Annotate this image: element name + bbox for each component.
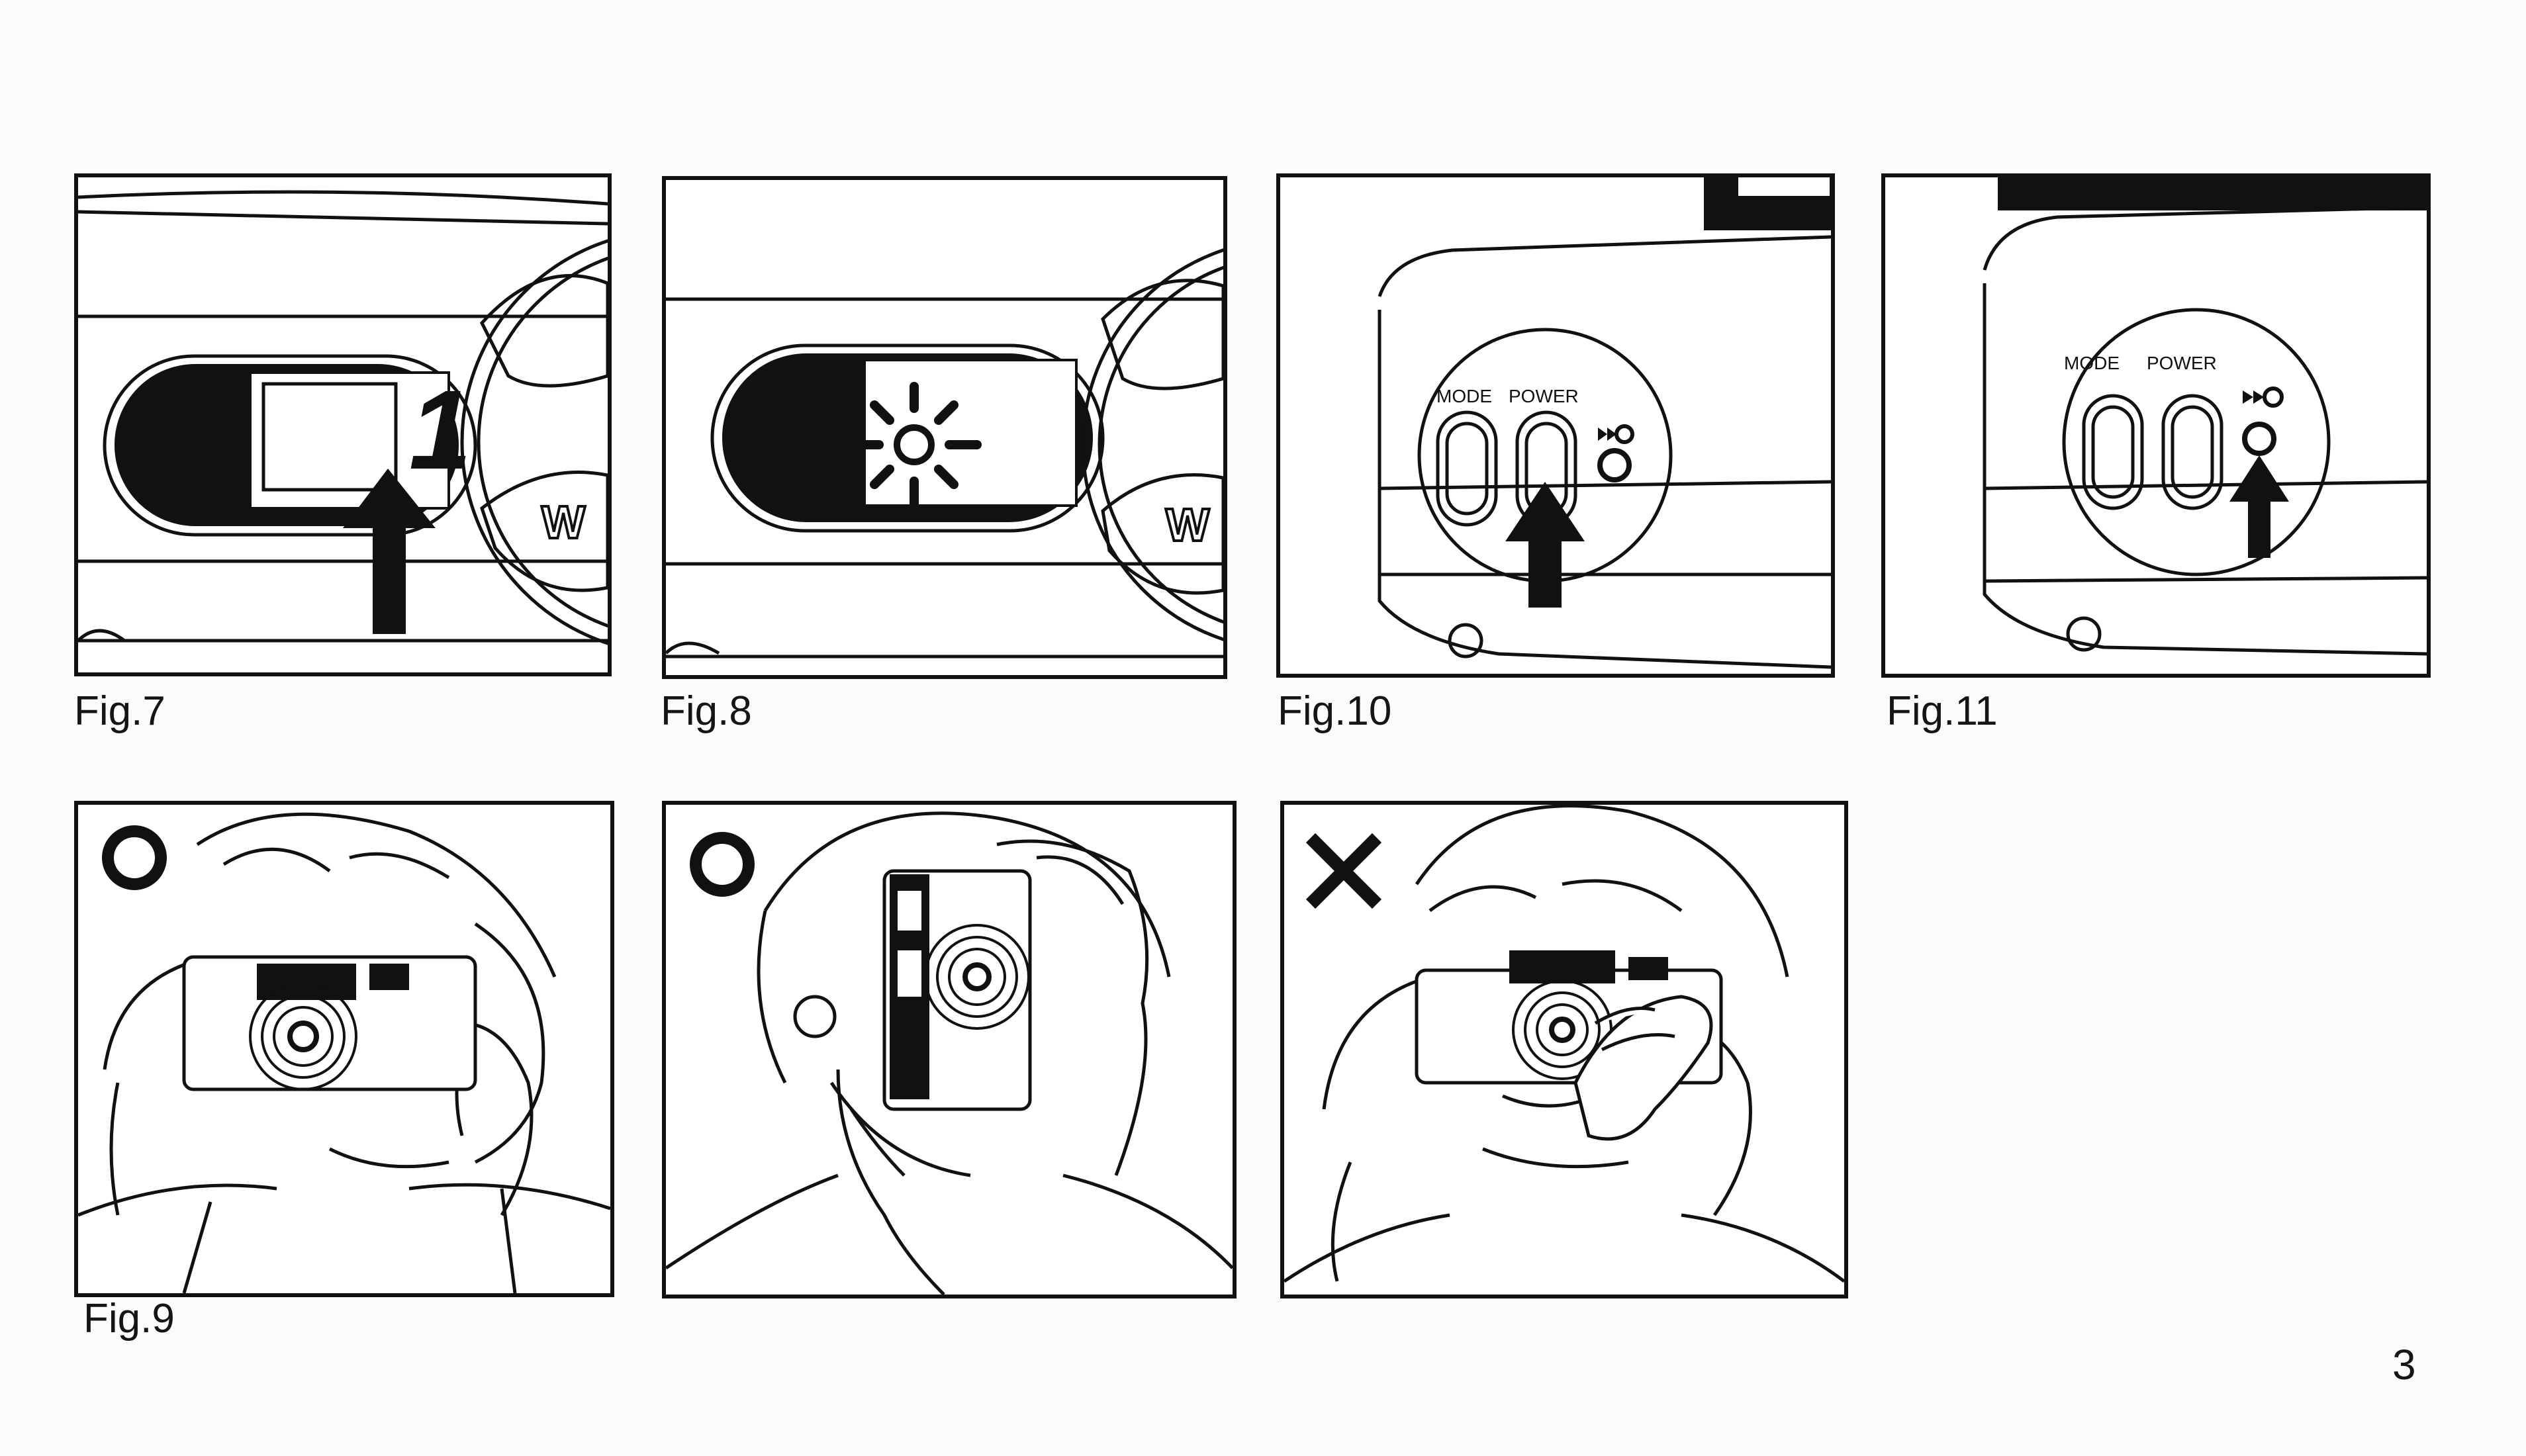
figure-9-caption: Fig.9 (83, 1296, 175, 1342)
figure-8-caption: Fig.8 (661, 688, 752, 734)
figure-9-panel-correct-horizontal (74, 801, 614, 1297)
zoom-wide-button-letter: W (541, 496, 585, 548)
incorrect-mark-icon (1305, 833, 1382, 909)
zoom-wide-button-letter: W (1166, 499, 1209, 551)
mode-button-label: MODE (2064, 353, 2120, 373)
camera-power-button-illustration: MODE POWER (1378, 177, 1831, 669)
self-timer-icon (853, 382, 982, 509)
camera-self-timer-button-illustration: MODE POWER (1983, 177, 2427, 656)
correct-mark-icon (690, 832, 755, 897)
figure-7-panel: 1 W (74, 173, 612, 676)
arrow-up-icon (1505, 482, 1585, 608)
power-button-label: POWER (1509, 386, 1579, 406)
figure-9-panel-correct-vertical (662, 801, 1237, 1298)
arrow-up-icon (2229, 455, 2289, 558)
camera-lcd-illustration: 1 W (78, 190, 608, 645)
power-button-label: POWER (2147, 353, 2217, 373)
mode-button-label: MODE (1436, 386, 1492, 406)
figure-11-panel: MODE POWER (1881, 173, 2431, 678)
self-timer-icon (2243, 387, 2284, 408)
person-holding-camera-horizontal-illustration (78, 812, 610, 1293)
figure-10-caption: Fig.10 (1278, 688, 1392, 734)
camera-lcd-self-timer-illustration: W (666, 248, 1223, 659)
figure-11-caption: Fig.11 (1887, 688, 1998, 734)
figure-10-panel: MODE POWER (1276, 173, 1835, 678)
figure-9-panel-incorrect (1280, 801, 1848, 1298)
page-number: 3 (2392, 1341, 2416, 1388)
person-covering-lens-illustration (1284, 805, 1844, 1283)
correct-mark-icon (102, 825, 167, 890)
figure-7-caption: Fig.7 (74, 688, 165, 734)
arrow-up-icon (343, 469, 436, 634)
person-holding-camera-vertical-illustration (666, 811, 1233, 1295)
self-timer-icon (1598, 424, 1634, 444)
figure-8-panel: W (662, 176, 1227, 679)
